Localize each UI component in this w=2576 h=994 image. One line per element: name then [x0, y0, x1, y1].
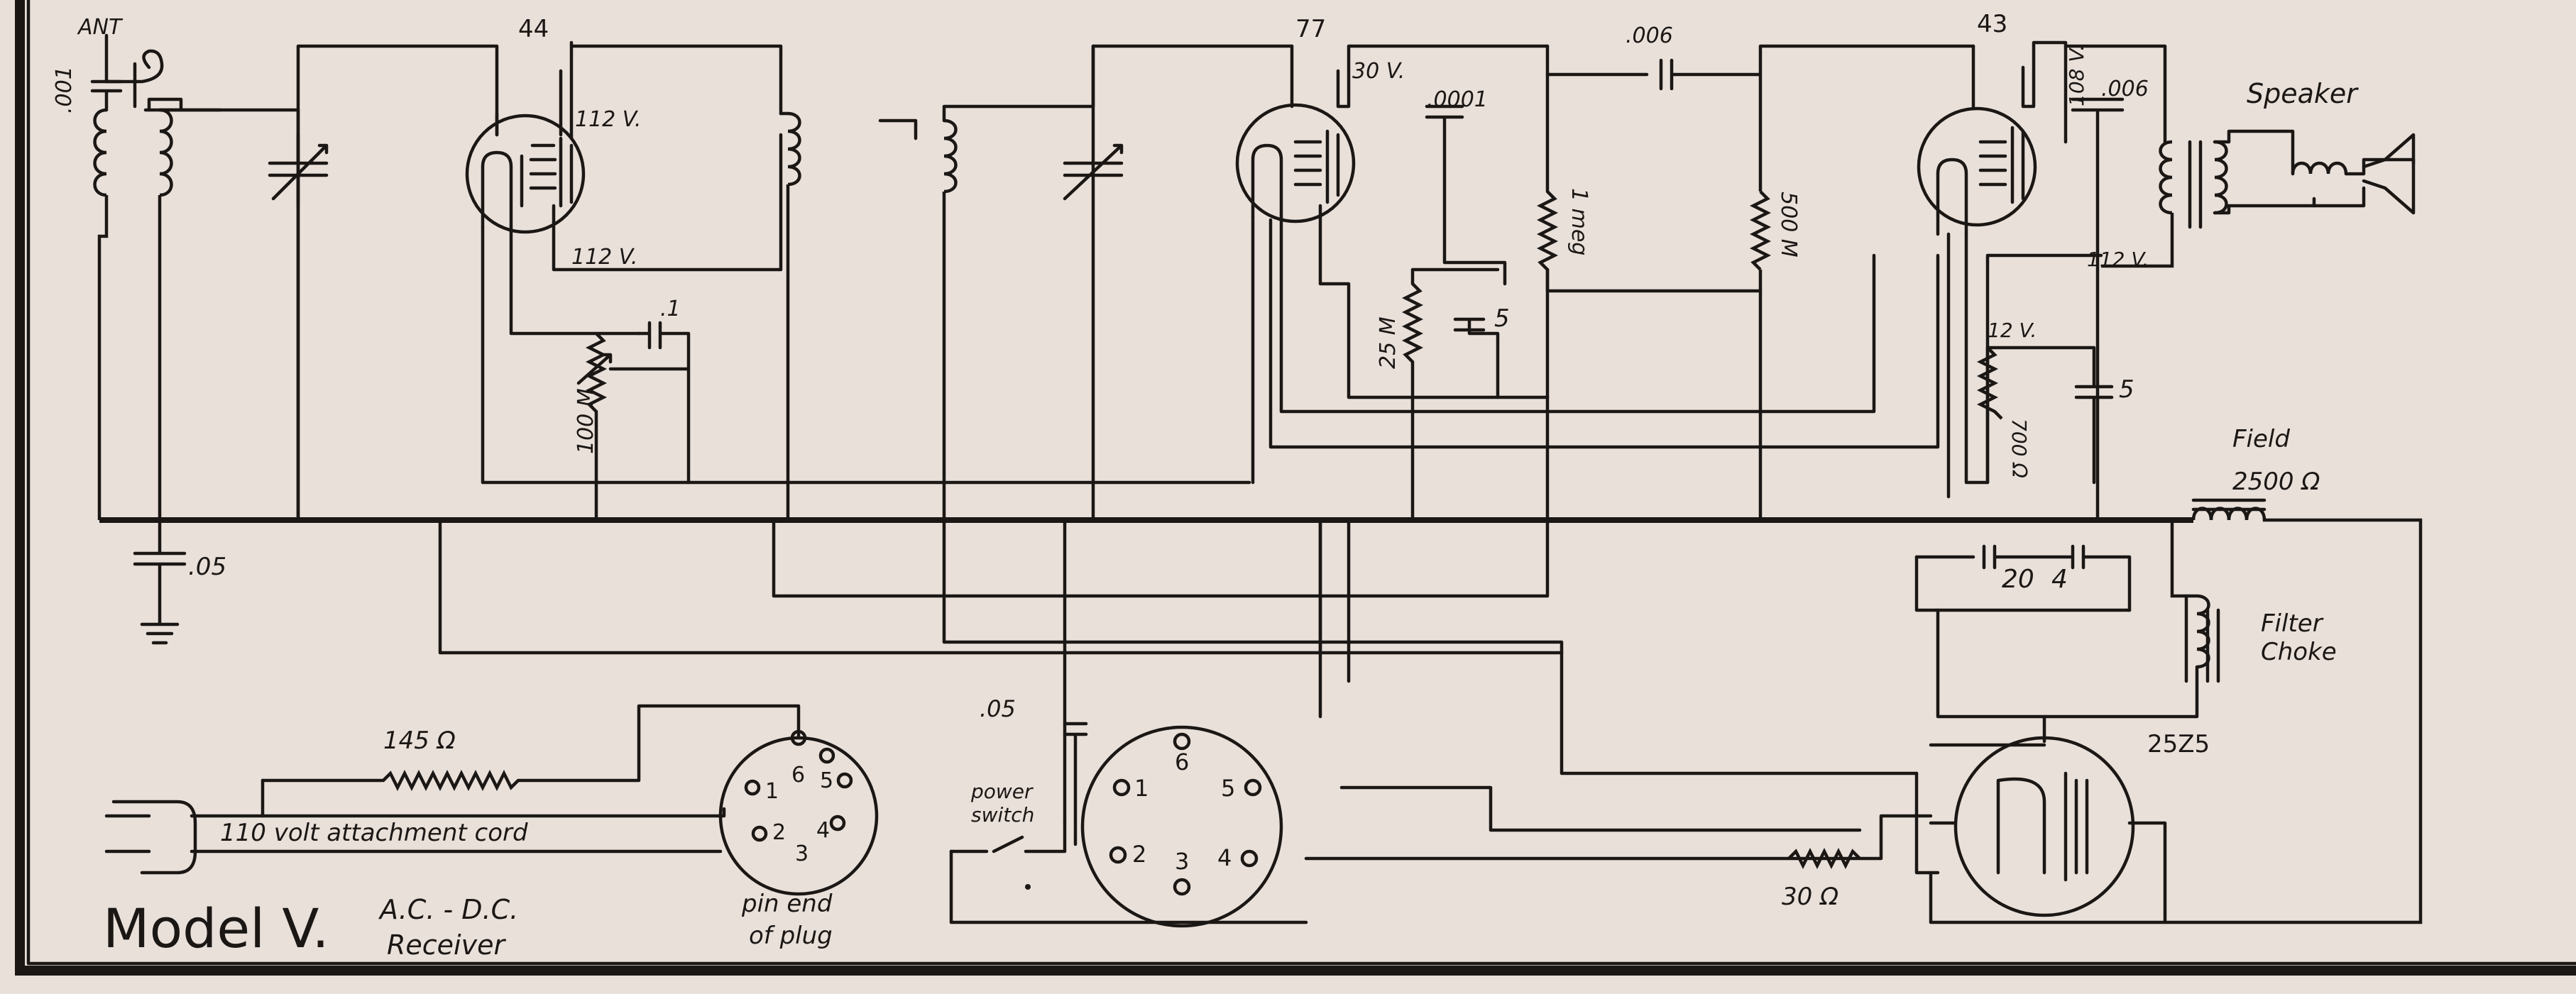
tuning-capacitor-1	[268, 44, 499, 522]
plug-pin-6: 6	[791, 763, 805, 788]
resistor-145-ohm	[382, 769, 520, 792]
cap-005-left-label: .05	[188, 553, 226, 581]
power-switch-section	[949, 722, 1308, 924]
r1meg-label: 1 meg	[1567, 188, 1591, 255]
plug-pin-3: 3	[795, 841, 809, 866]
socket-pin-6: 6	[1175, 749, 1189, 775]
cap-01-label: .1	[660, 297, 681, 321]
filter-4-label: 4	[2051, 565, 2068, 594]
attachment-cord	[104, 704, 801, 875]
cap-0001-label: .0001	[1427, 87, 1488, 112]
socket-pin-4: 4	[1217, 844, 1232, 871]
filter-choke-label-2: Choke	[2261, 638, 2337, 666]
ant-label: ANT	[77, 15, 124, 40]
tuning-capacitor-2	[1063, 44, 1124, 522]
tube-77-label: 77	[1295, 15, 1326, 43]
r145-label: 145 Ω	[383, 727, 456, 755]
harness-wiring	[438, 518, 2046, 875]
r25m-label: 25 M	[1376, 316, 1401, 369]
output-section	[2063, 44, 2416, 522]
coupling-network	[1536, 44, 1975, 520]
v108-label: 108 V.	[2065, 45, 2088, 106]
socket-pin-1: 1	[1134, 775, 1149, 802]
tube-43-label: 43	[1977, 10, 2007, 38]
filter-20-label: 20	[2002, 565, 2034, 594]
socket-pin-3: 3	[1175, 848, 1189, 875]
speaker-label: Speaker	[2247, 78, 2359, 109]
pin-end-label-2: of plug	[749, 922, 833, 950]
power-switch-label-1: power	[970, 780, 1034, 803]
v30-label: 30 V.	[1352, 59, 1405, 84]
cap-5-mid-label: 5	[1494, 304, 1510, 333]
resistor-30-ohm	[1787, 847, 1861, 870]
page-frame-inner	[26, 0, 2576, 966]
socket-pin-5: 5	[1221, 775, 1235, 802]
plug-pin-2: 2	[772, 820, 786, 845]
tube-25z5	[1929, 714, 2167, 924]
model-title: Model V.	[103, 897, 329, 960]
cap-006-top-label: .006	[1626, 23, 1673, 48]
r100m-label: 100 M	[574, 388, 598, 454]
cathode-network-77	[1401, 104, 1507, 520]
plug-pin-5: 5	[820, 768, 833, 793]
pin-end-label-1: pin end	[741, 890, 833, 918]
volume-pot-100m	[576, 321, 691, 520]
plug-pin-1: 1	[765, 779, 779, 804]
field-coil	[2165, 498, 2423, 924]
bias-network-43	[1976, 346, 2114, 485]
field-ohm-label: 2500 Ω	[2232, 468, 2320, 496]
r30-label: 30 Ω	[1782, 883, 1838, 911]
v112-mid-label: 112 V.	[571, 245, 637, 270]
v112-right-label: 112 V.	[2087, 248, 2149, 271]
antenna-section	[90, 33, 300, 522]
plug-pin-4: 4	[816, 818, 830, 843]
cap-006-right-label: .006	[2101, 77, 2149, 101]
plug-pin-end	[718, 729, 879, 896]
cap-005-bottom-label: .05	[980, 695, 1016, 722]
model-subtitle-2: Receiver	[387, 929, 506, 961]
r700-label: 700 Ω	[2007, 419, 2031, 478]
cord-label: 110 volt attachment cord	[220, 819, 528, 847]
v112-top-label: 112 V.	[575, 107, 641, 132]
r500m-label: 500 M	[1776, 192, 1801, 258]
tube-25z5-label: 25Z5	[2147, 730, 2210, 758]
tube-77	[1235, 44, 1940, 485]
v12-label: 12 V.	[1988, 319, 2037, 342]
filter-choke-label-1: Filter	[2261, 609, 2324, 638]
socket-pin-2: 2	[1132, 841, 1146, 868]
power-switch-label-2: switch	[971, 803, 1034, 827]
if-transformer-1	[569, 44, 801, 520]
filter-section	[1914, 520, 2220, 719]
tube-socket	[1080, 725, 1283, 928]
ant-cap-label: .001	[52, 66, 77, 114]
tube-44-label: 44	[518, 15, 549, 43]
page-frame	[15, 0, 2576, 976]
cap-5-right-label: 5	[2119, 375, 2134, 404]
ground-symbol	[133, 518, 187, 645]
field-label: Field	[2232, 425, 2290, 453]
model-subtitle-1: A.C. - D.C.	[378, 894, 518, 925]
if-transformer-2	[878, 44, 1294, 520]
